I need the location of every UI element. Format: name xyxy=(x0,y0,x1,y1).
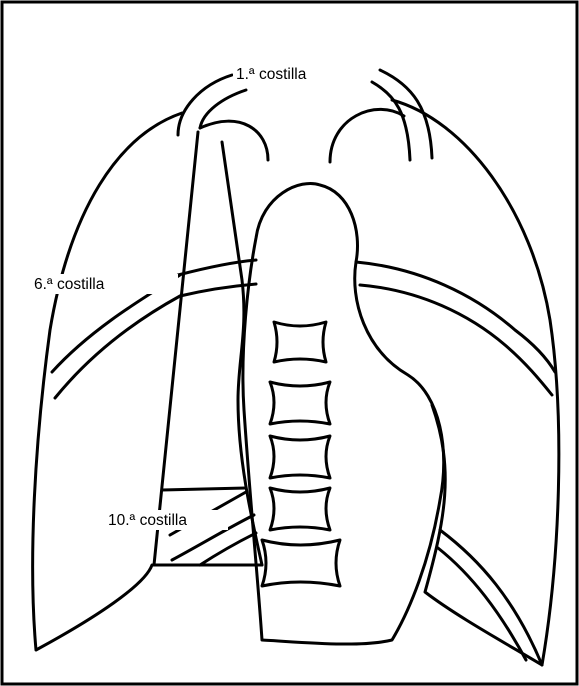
first-rib-right-inner xyxy=(372,82,410,160)
rib-1-label: 1.ª costilla xyxy=(236,66,307,83)
sixth-rib-mid-upper xyxy=(178,260,256,275)
tenth-rib-box-top xyxy=(162,488,246,490)
first-rib-left-arc xyxy=(200,121,268,160)
vertebra-5 xyxy=(262,540,340,586)
vertebra-3 xyxy=(270,436,330,478)
rib-6-label: 6.ª costilla xyxy=(34,276,105,293)
left-lung-outline xyxy=(33,113,262,650)
vertebra-2 xyxy=(270,382,330,424)
first-rib-right-arc xyxy=(330,109,404,162)
sixth-rib-right-upper xyxy=(356,262,555,372)
vertebra-4 xyxy=(270,488,330,530)
first-rib-right-outer xyxy=(380,70,432,158)
sixth-rib-left-lower xyxy=(55,296,180,398)
lower-right-rib-outer xyxy=(440,530,542,665)
lower-right-rib-inner xyxy=(438,548,526,660)
rib-10-label: 10.ª costilla xyxy=(108,512,187,529)
vertebra-1 xyxy=(274,322,326,362)
sixth-rib-right-lower xyxy=(360,285,552,395)
tenth-rib-stripe-3 xyxy=(200,533,256,565)
left-vertical-line xyxy=(154,132,198,565)
